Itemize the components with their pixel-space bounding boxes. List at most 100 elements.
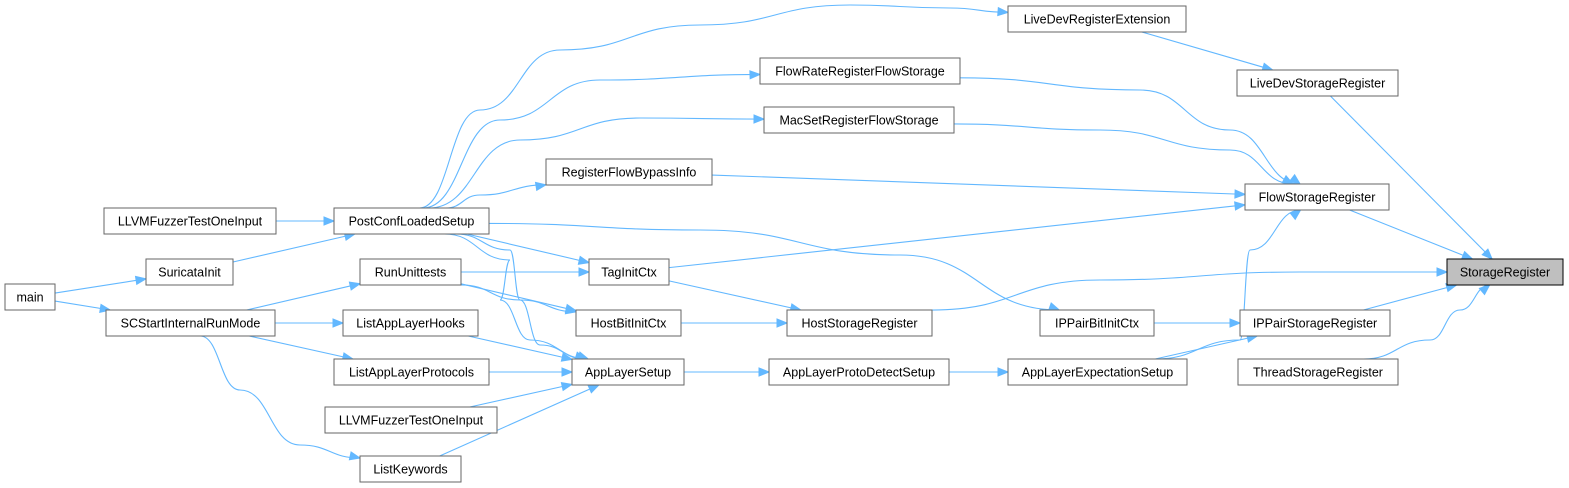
node-livedev-register-extension[interactable]: LiveDevRegisterExtension	[1007, 5, 1187, 33]
node-box[interactable]	[575, 309, 682, 337]
node-box[interactable]	[1236, 69, 1399, 97]
node-hostbit-init-ctx[interactable]: HostBitInitCtx	[575, 309, 682, 337]
node-host-storage-register[interactable]: HostStorageRegister	[786, 309, 933, 337]
node-box[interactable]	[786, 309, 933, 337]
node-list-applayer-hooks[interactable]: ListAppLayerHooks	[342, 309, 479, 337]
node-flowrate-register-flow-storage[interactable]: FlowRateRegisterFlowStorage	[759, 57, 961, 85]
edge-line	[931, 271, 1447, 311]
node-label: IPPairStorageRegister	[1253, 317, 1377, 331]
node-thread-storage-register[interactable]: ThreadStorageRegister	[1237, 358, 1399, 386]
node-box[interactable]	[1239, 309, 1391, 337]
edge-line	[469, 383, 573, 408]
node-livedev-storage-register[interactable]: LiveDevStorageRegister	[1236, 69, 1399, 97]
node-tag-init-ctx[interactable]: TagInitCtx	[588, 258, 670, 286]
edge-line	[1330, 95, 1493, 260]
arrowhead-icon	[758, 367, 771, 377]
node-box[interactable]	[359, 258, 462, 286]
node-box[interactable]	[333, 358, 490, 386]
edge-postconf_loaded_setup-to-macset_register_flow_storage	[428, 114, 766, 209]
edge-main-to-sc_start_internal_runmode	[54, 300, 112, 313]
node-applayer-proto-detect-setup[interactable]: AppLayerProtoDetectSetup	[768, 358, 950, 386]
edge-flow_storage_register-to-storage_register	[1349, 209, 1474, 260]
edge-applayer_expectation_setup-to-flow_storage_register	[1155, 209, 1302, 360]
node-label: main	[16, 291, 43, 305]
node-register-flow-bypass-info[interactable]: RegisterFlowBypassInfo	[545, 158, 713, 186]
node-applayer-setup[interactable]: AppLayerSetup	[571, 358, 685, 386]
node-box[interactable]	[1244, 183, 1390, 211]
node-label: PostConfLoadedSetup	[349, 215, 475, 229]
edge-hostbit_init_ctx-to-host_storage_register	[681, 318, 789, 328]
node-box[interactable]	[324, 406, 498, 434]
edge-list_applayer_protocols-to-applayer_setup	[489, 367, 574, 377]
node-box[interactable]	[333, 207, 490, 235]
node-run-unittests[interactable]: RunUnittests	[359, 258, 462, 286]
node-list-keywords[interactable]: ListKeywords	[359, 455, 462, 483]
node-label: RegisterFlowBypassInfo	[562, 166, 697, 180]
node-box[interactable]	[342, 309, 479, 337]
node-box[interactable]	[588, 258, 670, 286]
edge-line	[1349, 209, 1473, 260]
arrowhead-icon	[1481, 248, 1494, 260]
arrowhead-icon	[1288, 173, 1302, 185]
edge-line	[1155, 209, 1301, 360]
node-box[interactable]	[1039, 309, 1155, 337]
node-flow-storage-register[interactable]: FlowStorageRegister	[1244, 183, 1390, 211]
node-main[interactable]: main	[4, 283, 56, 311]
node-sc-start-internal-runmode[interactable]: SCStartInternalRunMode	[105, 309, 276, 337]
node-box[interactable]	[763, 106, 955, 134]
node-box[interactable]	[359, 455, 462, 483]
node-box[interactable]	[1237, 358, 1399, 386]
arrowhead-icon	[776, 318, 789, 328]
node-macset-register-flow-storage[interactable]: MacSetRegisterFlowStorage	[763, 106, 955, 134]
edge-line	[460, 283, 577, 312]
node-box[interactable]	[545, 158, 713, 186]
edge-applayer_proto_detect_setup-to-applayer_expectation_setup	[949, 367, 1010, 377]
edge-line	[953, 123, 1293, 185]
node-box[interactable]	[4, 283, 56, 311]
node-storage-register[interactable]: StorageRegister	[1446, 258, 1564, 286]
arrowhead-icon	[1229, 318, 1242, 328]
arrowhead-icon	[1289, 209, 1302, 221]
edge-macset_register_flow_storage-to-flow_storage_register	[953, 123, 1295, 185]
arrowhead-icon	[997, 367, 1010, 377]
edge-line	[419, 4, 1009, 209]
node-ippair-bit-init-ctx[interactable]: IPPairBitInitCtx	[1039, 309, 1155, 337]
node-suricata-init[interactable]: SuricataInit	[145, 258, 234, 286]
node-box[interactable]	[1446, 258, 1564, 286]
arrowhead-icon	[348, 281, 362, 291]
node-label: RunUnittests	[375, 266, 447, 280]
node-list-applayer-protocols[interactable]: ListAppLayerProtocols	[333, 358, 490, 386]
node-box[interactable]	[759, 57, 961, 85]
edge-postconf_loaded_setup-to-livedev_register_extension	[419, 4, 1010, 209]
node-ippair-storage-register[interactable]: IPPairStorageRegister	[1239, 309, 1391, 337]
arrowhead-icon	[560, 382, 574, 392]
node-label: IPPairBitInitCtx	[1055, 317, 1140, 331]
node-llvm-fuzzer-2[interactable]: LLVMFuzzerTestOneInput	[324, 406, 498, 434]
edge-line	[1141, 31, 1273, 71]
node-box[interactable]	[768, 358, 950, 386]
edge-line	[200, 335, 361, 459]
edge-line	[54, 278, 147, 294]
node-llvm-fuzzer-1[interactable]: LLVMFuzzerTestOneInput	[103, 207, 277, 235]
edge-tag_init_ctx-to-flow_storage_register	[668, 201, 1247, 269]
arrowhead-icon	[323, 216, 336, 226]
edge-line	[439, 384, 600, 457]
node-box[interactable]	[1007, 358, 1188, 386]
arrowhead-icon	[348, 451, 362, 461]
node-box[interactable]	[103, 207, 277, 235]
arrowhead-icon	[560, 352, 574, 362]
node-label: ListKeywords	[373, 463, 447, 477]
node-postconf-loaded-setup[interactable]: PostConfLoadedSetup	[333, 207, 490, 235]
arrowhead-icon	[1281, 174, 1295, 185]
node-box[interactable]	[105, 309, 276, 337]
node-applayer-expectation-setup[interactable]: AppLayerExpectationSetup	[1007, 358, 1188, 386]
edge-postconf_loaded_setup-to-flowrate_register_flow_storage	[422, 70, 762, 209]
node-box[interactable]	[145, 258, 234, 286]
node-label: LiveDevRegisterExtension	[1024, 13, 1171, 27]
node-box[interactable]	[1007, 5, 1187, 33]
arrowhead-icon	[534, 181, 548, 192]
node-box[interactable]	[571, 358, 685, 386]
arrowhead-icon	[561, 367, 574, 377]
edge-sc_start_internal_runmode-to-list_applayer_hooks	[275, 318, 345, 328]
arrowhead-icon	[1478, 284, 1491, 296]
